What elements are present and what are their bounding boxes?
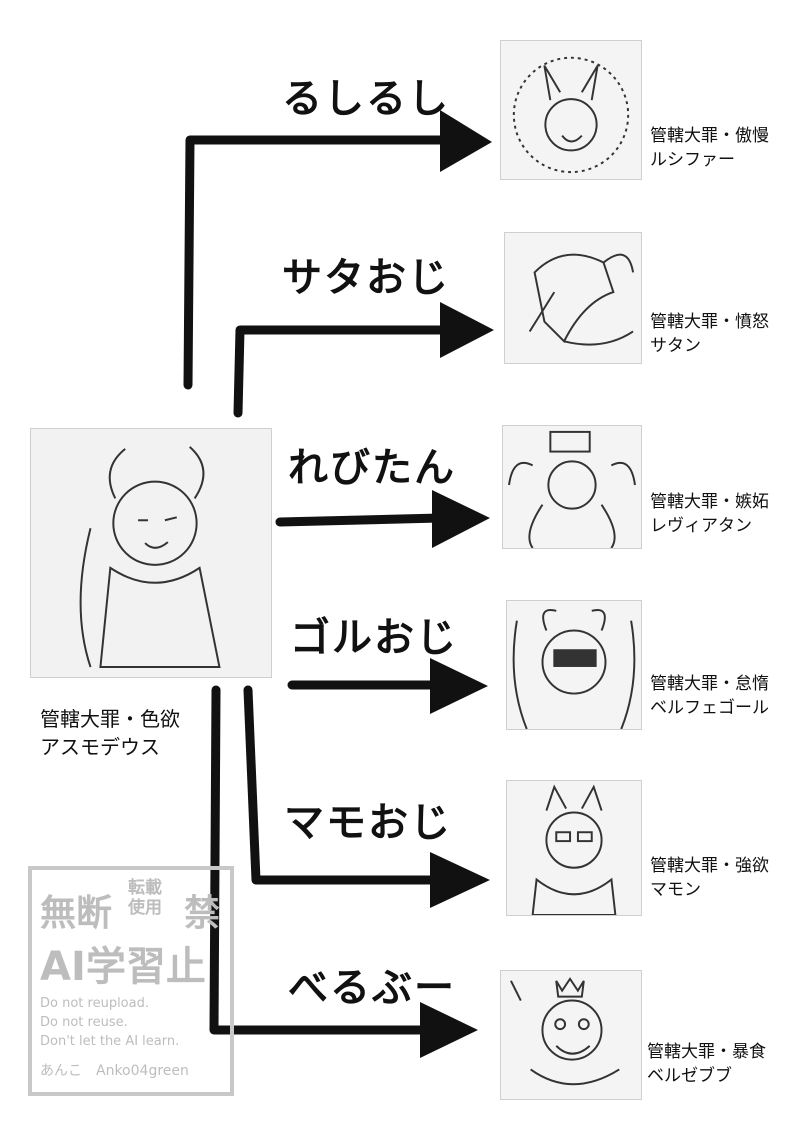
arrow-lucifer xyxy=(183,135,455,390)
watermark-shiyou: 使用 xyxy=(128,898,162,918)
asmodeus-portrait xyxy=(30,428,272,678)
satan-name: サタン xyxy=(650,336,701,356)
beelzebub-portrait xyxy=(500,970,642,1100)
arrowhead-mammon xyxy=(430,852,490,908)
arrow-mammon xyxy=(243,685,445,885)
watermark-tensai: 転載 xyxy=(128,878,162,898)
belphegor-name: ベルフェゴール xyxy=(650,698,769,718)
arrowhead-satan xyxy=(440,302,494,358)
lucifer-title: 管轄大罪・傲慢 xyxy=(650,126,769,146)
satan-caption: 管轄大罪・憤怒 サタン xyxy=(650,310,769,358)
watermark-en-1: Do not reupload. xyxy=(40,996,149,1011)
leviathan-name: レヴィアタン xyxy=(650,516,752,536)
mammon-title: 管轄大罪・強欲 xyxy=(650,856,769,876)
beelzebub-caption: 管轄大罪・暴食 ベルゼブブ xyxy=(647,1040,766,1088)
asmodeus-title: 管轄大罪・色欲 xyxy=(40,707,180,731)
arrow-satan xyxy=(233,325,455,418)
arrowhead-belphegor xyxy=(430,658,488,714)
watermark-kin: 禁 xyxy=(184,893,221,934)
nickname-belphegor: ゴルおじ xyxy=(290,615,458,661)
watermark-english: Do not reupload. Do not reuse. Don't let… xyxy=(40,994,179,1051)
leviathan-title: 管轄大罪・嫉妬 xyxy=(650,492,769,512)
nickname-lucifer: るしるし xyxy=(282,76,450,122)
watermark-mudan: 無断 xyxy=(40,893,113,934)
mammon-caption: 管轄大罪・強欲 マモン xyxy=(650,854,769,902)
leviathan-caption: 管轄大罪・嫉妬 レヴィアタン xyxy=(650,490,769,538)
watermark-en-3: Don't let the AI learn. xyxy=(40,1034,180,1049)
arrow-beelzebub xyxy=(209,685,433,1035)
nickname-mammon: マモおじ xyxy=(284,800,452,846)
arrowhead-beelzebub xyxy=(420,1002,478,1058)
belphegor-portrait xyxy=(506,600,642,730)
belphegor-caption: 管轄大罪・怠惰 ベルフェゴール xyxy=(650,672,769,720)
beelzebub-title: 管轄大罪・暴食 xyxy=(647,1042,766,1062)
lucifer-name: ルシファー xyxy=(650,150,735,170)
beelzebub-name: ベルゼブブ xyxy=(647,1066,732,1086)
watermark-box: 無断 転載 使用 禁 AI学習止 Do not reupload. Do not… xyxy=(28,866,234,1096)
nickname-leviathan: れびたん xyxy=(288,445,456,491)
arrow-leviathan xyxy=(275,513,445,527)
asmodeus-caption: 管轄大罪・色欲 アスモデウス xyxy=(40,705,180,761)
belphegor-title: 管轄大罪・怠惰 xyxy=(650,674,769,694)
mammon-portrait xyxy=(506,780,642,916)
satan-title: 管轄大罪・憤怒 xyxy=(650,312,769,332)
arrowhead-lucifer xyxy=(440,110,492,172)
asmodeus-name: アスモデウス xyxy=(40,735,160,759)
watermark-en-2: Do not reuse. xyxy=(40,1015,128,1030)
leviathan-portrait xyxy=(502,425,642,549)
nickname-satan: サタおじ xyxy=(282,255,450,301)
watermark-tensai-shiyou: 転載 使用 xyxy=(128,878,162,918)
lucifer-caption: 管轄大罪・傲慢 ルシファー xyxy=(650,124,769,172)
watermark-credit: あんこ Anko04green xyxy=(40,1063,189,1079)
arrowhead-leviathan xyxy=(432,490,490,548)
nickname-beelzebub: べるぶー xyxy=(288,965,456,1011)
watermark-ai-line: AI学習止 xyxy=(40,944,206,990)
mammon-name: マモン xyxy=(650,880,701,900)
lucifer-portrait xyxy=(500,40,642,180)
satan-portrait xyxy=(504,232,642,364)
